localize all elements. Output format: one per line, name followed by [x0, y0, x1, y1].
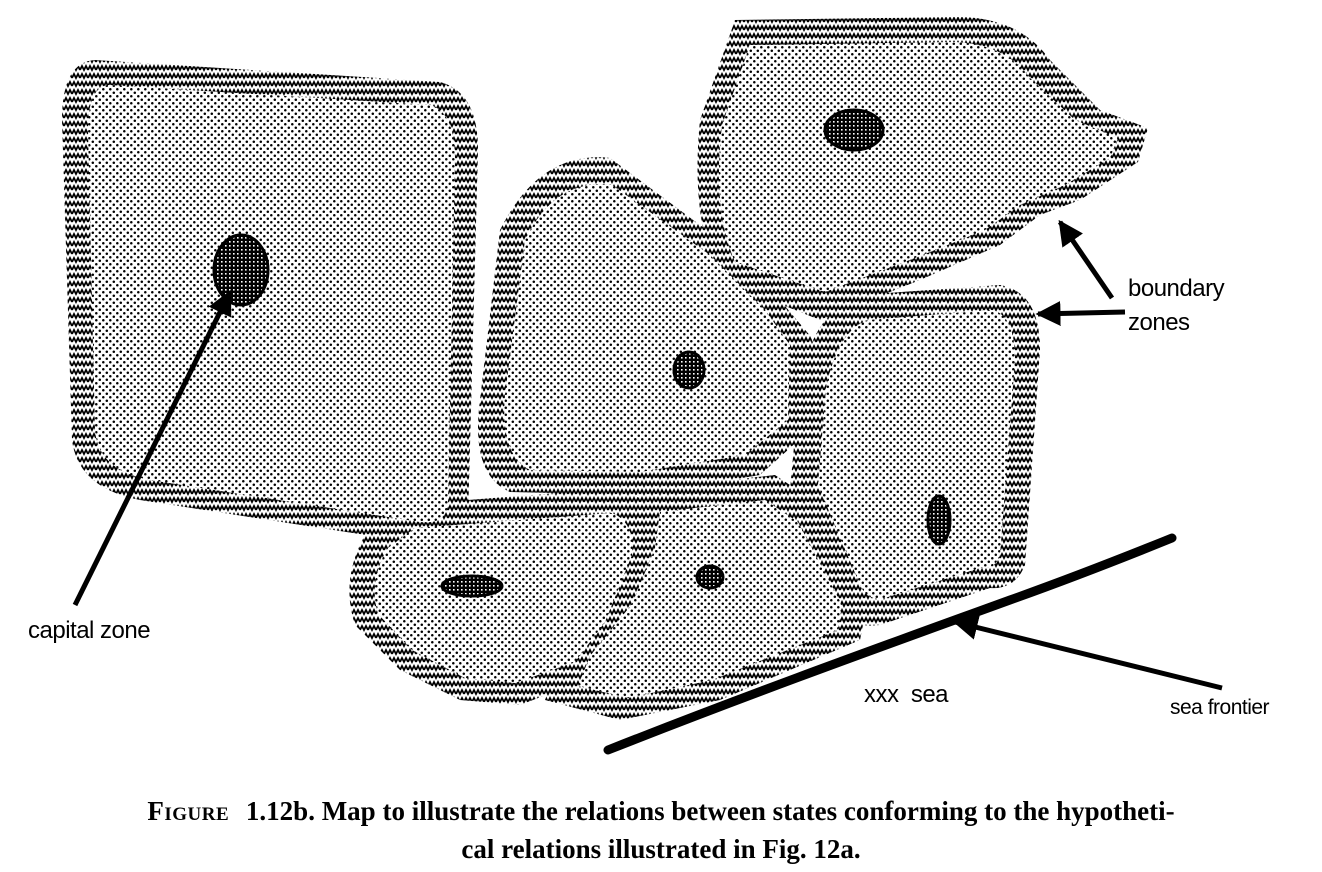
- capital-zone-east: [926, 494, 952, 546]
- pointer-arrows: [72, 219, 1223, 691]
- state-west: [88, 85, 455, 523]
- figure-number: 1.12b.: [245, 796, 315, 826]
- caption-text-1: Map to illustrate the relations between …: [321, 796, 1175, 826]
- arrow-boundary-upper: [1057, 219, 1115, 300]
- arrow-boundary-lower: [1035, 300, 1126, 326]
- state-northeast: [718, 42, 1118, 292]
- arrow-capital-zone: [72, 289, 233, 607]
- state-central: [504, 184, 790, 472]
- boundary-zones-label-line1: boundary: [1128, 275, 1225, 302]
- capital-zone-south: [695, 564, 725, 590]
- sea-label: xxx sea: [864, 681, 949, 708]
- sea-frontier-label: sea frontier: [1170, 696, 1270, 719]
- figure-caption: Figure 1.12b. Map to illustrate the rela…: [0, 792, 1322, 868]
- figure-word: Figure: [147, 796, 230, 826]
- boundary-zones-label-line2: zones: [1128, 309, 1190, 336]
- capital-zone-northeast: [823, 108, 885, 152]
- capital-zone-central: [672, 350, 706, 390]
- caption-line-1: Figure 1.12b. Map to illustrate the rela…: [0, 792, 1322, 830]
- arrow-sea-frontier: [952, 615, 1223, 691]
- capital-zones: [212, 108, 952, 598]
- state-east: [818, 310, 1015, 599]
- capital-zone-west: [212, 233, 270, 307]
- capital-zone-label: capital zone: [28, 617, 150, 644]
- state-southwest: [374, 513, 633, 683]
- caption-line-2: cal relations illustrated in Fig. 12a.: [461, 834, 861, 864]
- sea-frontier-line: [603, 533, 1177, 755]
- state-south: [578, 500, 842, 698]
- state-interiors: [88, 42, 1118, 698]
- capital-zone-southwest: [440, 574, 504, 598]
